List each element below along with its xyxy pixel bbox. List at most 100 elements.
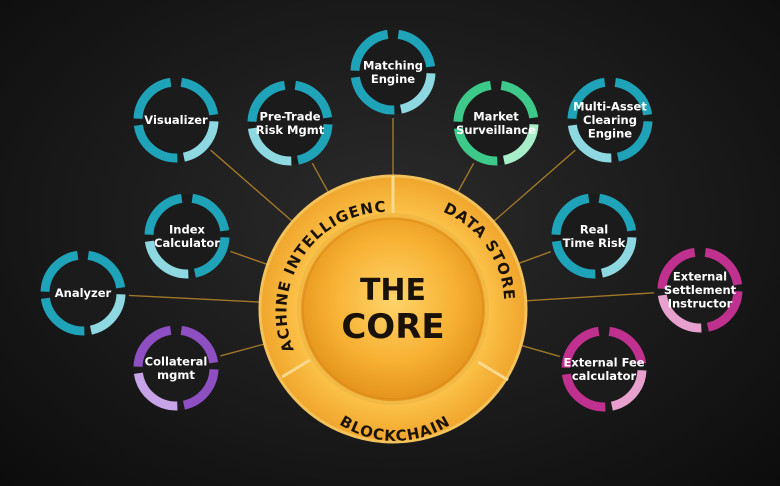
module-label: Collateral xyxy=(145,354,208,368)
ring-divider-left xyxy=(281,358,311,379)
module-label: Clearing xyxy=(583,113,637,127)
module-ring-segment xyxy=(598,193,637,232)
module-label: External xyxy=(673,270,727,284)
module-disc xyxy=(145,194,229,278)
module-disc xyxy=(454,81,538,165)
module-label: Pre-Trade xyxy=(259,109,320,123)
module-ring-segment xyxy=(350,29,389,72)
module-visualizer[interactable]: Visualizer xyxy=(133,77,219,163)
module-ring-segment xyxy=(294,80,333,119)
module-label: Market xyxy=(473,109,519,123)
module-ring-segment xyxy=(502,123,539,165)
module-ring-segment xyxy=(191,193,230,232)
module-ring-segment xyxy=(567,77,606,120)
module-ring-segment xyxy=(397,29,436,68)
module-ring-segment xyxy=(567,124,612,163)
connector-multi-asset-clearing xyxy=(491,149,576,224)
connector-market-surveillance xyxy=(455,162,475,195)
module-label: Engine xyxy=(588,127,632,141)
module-label: Analyzer xyxy=(55,286,112,300)
connector-real-time-risk xyxy=(515,251,552,265)
module-label: Calculator xyxy=(154,236,220,250)
connector-analyzer xyxy=(128,294,263,303)
module-ring-segment xyxy=(180,77,219,116)
module-label: Time Risk xyxy=(563,236,626,250)
core-inner-shadow xyxy=(302,218,484,400)
module-ring-segment xyxy=(610,369,647,411)
module-ring-segment xyxy=(133,77,172,120)
module-ring-segment xyxy=(561,373,606,412)
module-label: External Fee xyxy=(563,355,644,369)
module-ring-segment xyxy=(350,76,395,115)
module-label: Matching xyxy=(363,58,423,72)
core-inner-circle xyxy=(297,213,489,405)
module-ring-segment xyxy=(614,77,653,116)
module-ring-segment xyxy=(40,297,85,336)
module-label: mgmt xyxy=(157,368,195,382)
module-ring-segment xyxy=(144,193,183,236)
module-label: Risk Mgmt xyxy=(256,123,325,137)
connector-collateral-mgmt xyxy=(220,342,267,357)
module-ring-segment xyxy=(608,326,647,365)
module-ring-segment xyxy=(657,294,702,333)
module-ring-segment xyxy=(133,372,178,411)
module-ring-segment xyxy=(133,124,178,163)
module-disc xyxy=(134,326,218,410)
module-ring-segment xyxy=(133,325,172,368)
module-label: Surveillance xyxy=(456,123,536,137)
module-ring-segment xyxy=(144,240,189,279)
ring-divider-right xyxy=(477,360,509,382)
connector-external-fee xyxy=(518,344,560,358)
module-disc xyxy=(41,251,125,335)
module-ring-segment xyxy=(40,250,79,293)
module-label: Index xyxy=(169,222,205,236)
module-disc xyxy=(351,30,435,114)
module-ring-segment xyxy=(247,80,286,123)
module-label: Visualizer xyxy=(144,113,208,127)
core-title-line2: CORE xyxy=(341,307,444,347)
module-label: Engine xyxy=(371,72,415,86)
connector-external-settlement xyxy=(523,292,655,302)
module-disc xyxy=(248,81,332,165)
module-disc xyxy=(568,78,652,162)
module-label: Real xyxy=(580,222,608,236)
core-hub: MACHINE INTELLIGENCE DATA STORE BLOCKCHA… xyxy=(0,0,528,445)
module-ring-segment xyxy=(600,236,637,278)
module-ring-segment xyxy=(182,120,219,162)
module-ring-segment xyxy=(193,236,230,278)
module-disc xyxy=(552,194,636,278)
module-disc xyxy=(658,248,742,332)
module-ring-segment xyxy=(657,247,696,290)
module-ring-segment xyxy=(616,120,653,162)
module-ring-segment xyxy=(704,247,743,286)
module-ring-segment xyxy=(180,325,219,364)
connector-visualizer xyxy=(210,149,295,224)
connector-lines xyxy=(128,118,655,358)
connector-pre-trade-risk xyxy=(311,162,331,195)
module-ring-segment xyxy=(500,80,539,119)
module-ring-segment xyxy=(706,290,743,332)
module-disc xyxy=(562,327,646,411)
module-label: Multi-Asset xyxy=(573,100,647,114)
module-ring-segment xyxy=(551,240,596,279)
module-ring-segment xyxy=(89,293,126,335)
module-analyzer[interactable]: Analyzer xyxy=(40,250,126,336)
module-disc xyxy=(134,78,218,162)
module-ring-segment xyxy=(182,368,219,410)
module-ring-segment xyxy=(453,80,492,123)
module-label: Settlement xyxy=(664,283,737,297)
module-label: Instructor xyxy=(668,297,733,311)
connector-index-calculator xyxy=(230,250,270,266)
module-ring-segment xyxy=(561,326,600,369)
